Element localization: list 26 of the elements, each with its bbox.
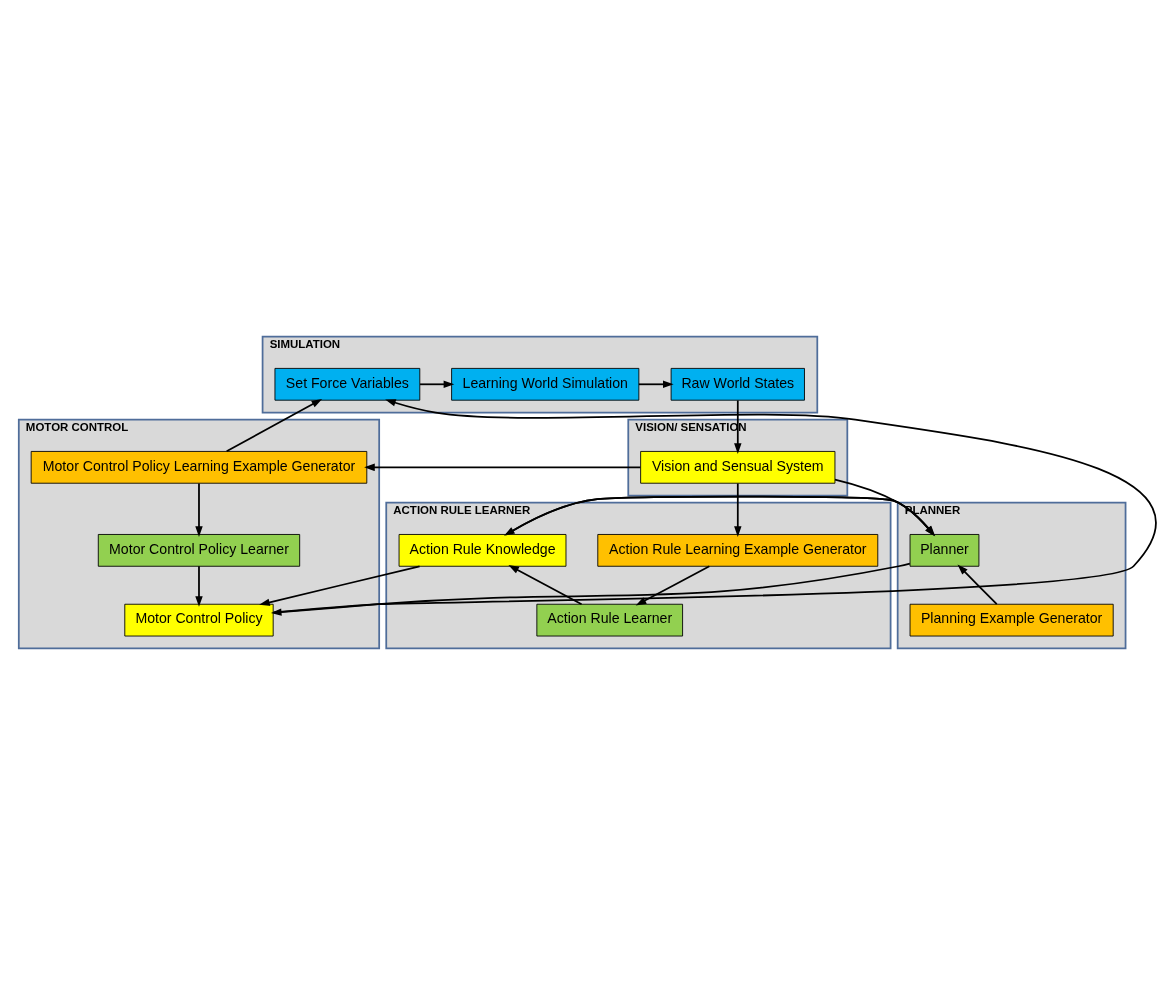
- arrow: [734, 482, 742, 537]
- arrow: [419, 380, 455, 388]
- arrow: [270, 562, 911, 616]
- arrow: [225, 399, 323, 453]
- arrow: [272, 399, 1157, 614]
- arrow: [259, 565, 421, 606]
- node-box: Action Rule Learning Example Generator: [597, 534, 879, 567]
- node-box: Learning World Simulation: [451, 367, 640, 401]
- arrow: [195, 482, 203, 537]
- arrow: [734, 399, 742, 454]
- arrow: [957, 564, 998, 606]
- node-box: Set Force Variables: [274, 367, 421, 401]
- arrow: [508, 565, 583, 606]
- node-box: Raw World States: [670, 367, 805, 401]
- node-box: Action Rule Knowledge: [398, 534, 567, 567]
- node-box: Motor Control Policy: [124, 603, 274, 637]
- node-box: Motor Control Policy Learner: [97, 534, 301, 567]
- arrow: [638, 380, 674, 388]
- node-box: Planning Example Generator: [909, 603, 1114, 637]
- arrow: [195, 565, 203, 607]
- node-box: Vision and Sensual System: [640, 451, 836, 484]
- arrow: [364, 463, 642, 472]
- node-box: Motor Control Policy Learning Example Generator: [30, 451, 368, 484]
- arrow: [635, 565, 711, 606]
- node-box: Planner: [909, 534, 980, 567]
- node-box: Action Rule Learner: [536, 603, 684, 637]
